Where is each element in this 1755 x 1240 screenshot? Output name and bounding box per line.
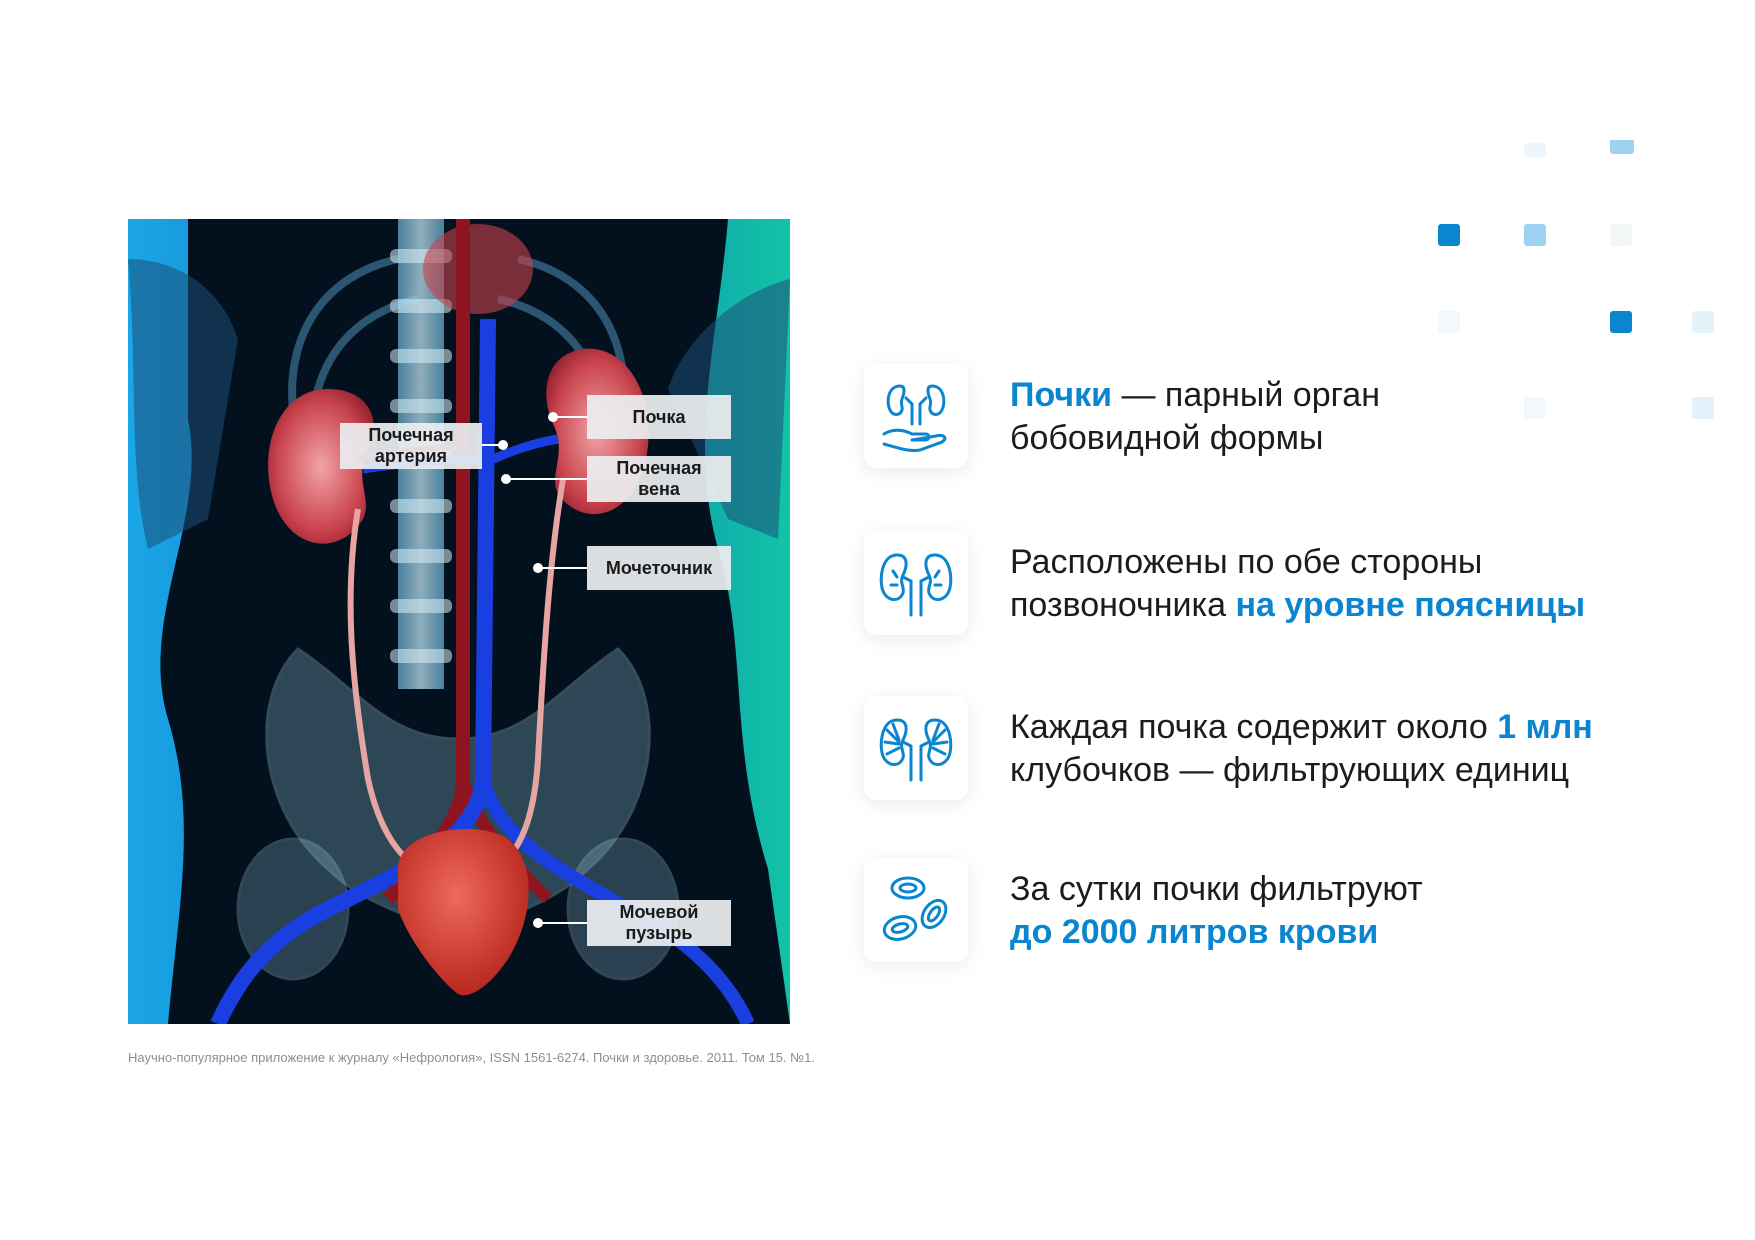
fact-item: Расположены по обе стороны позвоночника … (864, 531, 1684, 641)
kidneys-icon (864, 531, 968, 635)
fact-highlight: Почки (1010, 376, 1113, 414)
decor-square (1438, 311, 1460, 333)
fact-highlight: до 2000 литров крови (1010, 913, 1379, 951)
decor-square (1610, 140, 1634, 154)
decor-square (1692, 397, 1714, 419)
label-kidney: Почка (587, 395, 731, 439)
decor-square (1438, 224, 1460, 246)
decor-square (1524, 224, 1546, 246)
decor-square (1692, 311, 1714, 333)
decor-square (1524, 143, 1546, 157)
fact-highlight: на уровне поясницы (1235, 586, 1586, 624)
fact-item: За сутки почки фильтруют до 2000 литров … (864, 858, 1684, 968)
decor-square (1524, 397, 1546, 419)
fact-highlight: 1 млн (1497, 708, 1593, 746)
label-bladder: Мочевой пузырь (587, 900, 731, 946)
anatomy-figure: Почечная артерия Почка Почечная вена Моч… (128, 219, 790, 1024)
blood-cells-icon (864, 858, 968, 962)
source-caption: Научно-популярное приложение к журналу «… (128, 1050, 815, 1065)
decor-square (1610, 311, 1632, 333)
fact-item: Каждая почка содержит около 1 млн клубоч… (864, 696, 1684, 806)
decor-square (1610, 224, 1632, 246)
label-renal-vein: Почечная вена (587, 456, 731, 502)
fact-item: Почки — парный орган бобовидной формы (864, 364, 1684, 474)
kidney-structure-icon (864, 696, 968, 800)
label-ureter: Мочеточник (587, 546, 731, 590)
label-renal-artery: Почечная артерия (340, 423, 482, 469)
kidney-hand-icon (864, 364, 968, 468)
